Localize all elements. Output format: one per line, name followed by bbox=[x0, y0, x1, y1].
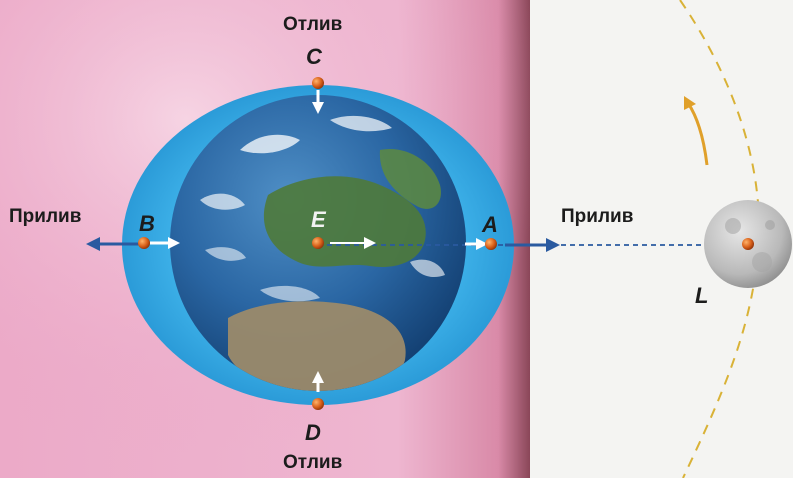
point-d-marker bbox=[312, 398, 324, 410]
b-inward-arrow bbox=[150, 237, 180, 249]
bottom-low-tide-label: Отлив bbox=[283, 452, 343, 473]
e-center-arrow bbox=[330, 237, 376, 249]
right-tide-arrow bbox=[505, 238, 560, 252]
point-d-label: D bbox=[305, 420, 321, 445]
point-a-label: A bbox=[482, 212, 498, 237]
point-a-marker bbox=[485, 238, 497, 250]
curved-arrow-icon bbox=[684, 96, 709, 166]
top-low-tide-label: Отлив bbox=[283, 14, 343, 35]
point-b-marker bbox=[138, 237, 150, 249]
point-l-label: L bbox=[695, 283, 709, 308]
left-high-tide-label: Прилив bbox=[9, 206, 82, 227]
point-c-marker bbox=[312, 77, 324, 89]
d-up-arrow bbox=[312, 371, 324, 392]
c-down-arrow bbox=[312, 90, 324, 114]
right-high-tide-label: Прилив bbox=[561, 206, 634, 227]
point-e-marker bbox=[312, 237, 324, 249]
a-inward-arrow bbox=[465, 238, 488, 250]
point-b-label: B bbox=[139, 211, 155, 236]
point-l-marker bbox=[742, 238, 754, 250]
left-tide-arrow bbox=[86, 237, 140, 251]
point-e-label: E bbox=[311, 207, 326, 232]
point-c-label: C bbox=[306, 44, 322, 69]
